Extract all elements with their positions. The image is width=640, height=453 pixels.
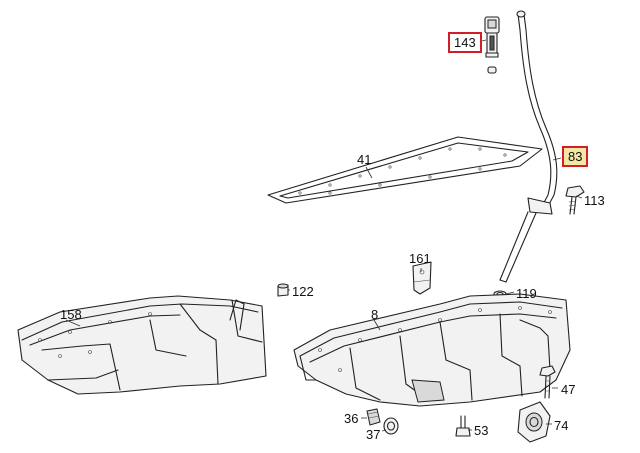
oil-pan-gasket-drawing: [267, 136, 543, 204]
oil-level-sensor-drawing: [484, 16, 500, 74]
dipstick-guide-tube-drawing: [499, 10, 558, 283]
part-label-74[interactable]: 74: [554, 418, 569, 433]
part-label-37[interactable]: 37: [366, 427, 381, 442]
part-label-119[interactable]: 119: [516, 286, 537, 301]
drain-plug-36-drawing: [366, 408, 381, 426]
part-label-41[interactable]: 41: [357, 152, 372, 167]
part-label-8[interactable]: 8: [371, 307, 379, 322]
oil-pan-158-drawing: [17, 295, 267, 395]
leader-lines: [65, 39, 583, 432]
part-label-122[interactable]: 122: [292, 284, 314, 299]
part-label-158[interactable]: 158: [60, 307, 82, 322]
part-label-161[interactable]: 161: [409, 251, 431, 266]
bolt-47-drawing: [539, 365, 556, 399]
cover-74-drawing: [517, 401, 551, 443]
plug-122-drawing: [277, 283, 289, 297]
oil-pan-8-drawing: [293, 293, 571, 407]
bolt-53-drawing: [455, 415, 471, 437]
part-label-53[interactable]: 53: [474, 423, 489, 438]
part-label-143[interactable]: 143: [448, 32, 482, 53]
bolt-113-drawing: [565, 185, 585, 215]
part-label-83[interactable]: 83: [562, 146, 589, 167]
part-label-47[interactable]: 47: [561, 382, 576, 397]
washer-37-drawing: [383, 417, 399, 435]
part-label-113[interactable]: 113: [584, 193, 605, 208]
part-label-36[interactable]: 36: [344, 411, 359, 426]
bracket-161-drawing: [412, 261, 432, 295]
